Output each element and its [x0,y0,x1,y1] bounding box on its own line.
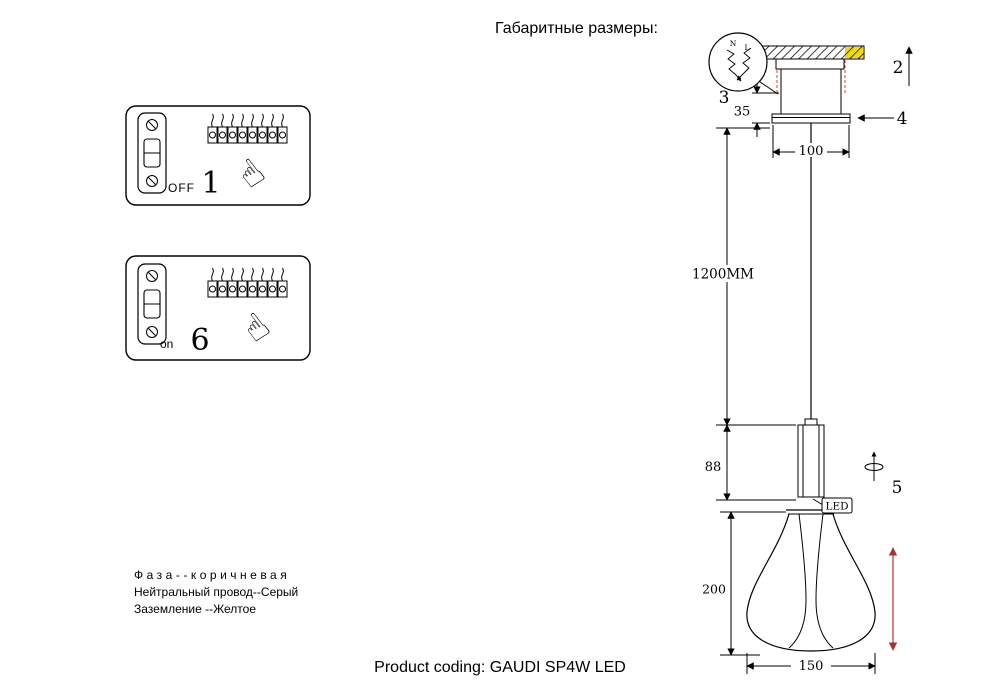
rotation-symbol: 5 [864,451,903,498]
led-holder [797,418,825,498]
dimension-canopy-diameter: 100 [772,125,850,159]
ceiling-hatch [761,45,865,60]
glass-shade [746,509,876,652]
dimension-shade-diameter: 150 [746,653,876,674]
dim-holder-height: 88 [705,460,722,475]
light-switch-icon [137,112,167,194]
canopy-flange [771,113,851,124]
canopy-body [780,68,842,116]
product-coding: Product coding: GAUDI SP4W LED [374,659,626,676]
wiring-ground-label: Заземление --Желтое [134,602,257,616]
step-number-1: 1 [201,166,220,201]
callout-4: 4 [897,109,908,129]
detail-leader [759,81,779,95]
led-label: LED [825,501,848,513]
dimension-cord-and-holder: 1200MM 88 [686,127,796,501]
wiring-phase-label: Фаза--коричневая [134,568,291,582]
step-number-6: 6 [190,323,209,358]
led-label-box [821,497,853,514]
spring-wire-right [736,47,752,81]
terminal-l-label: L [745,43,750,52]
shade-outline [746,513,876,652]
spring-clip-detail: N L 3 [708,32,779,108]
wiring-neutral-label: Нейтральный провод--Серый [134,585,299,599]
light-switch-icon [137,263,167,345]
led-callout: LED [812,497,853,514]
wiring-legend: Фаза--коричневая Нейтральный провод--Сер… [134,567,298,618]
detail-circle [708,32,768,92]
instruction-box-off: OFF 1 ☝ [125,105,311,206]
dim-shade-diameter: 150 [799,659,824,674]
ceiling-callout: 2 [893,46,913,86]
switch-off-label: OFF [168,181,195,195]
led-leader-line [812,498,824,506]
canopy [771,58,851,124]
ceiling-section [761,45,865,60]
dimension-canopy-height: 35 [730,79,779,137]
callout-5: 5 [892,478,903,498]
terminal-n-label: N [730,39,737,48]
dimension-shade-height: 200 [699,511,786,656]
callout-2: 2 [893,58,904,78]
switch-on-label: on [160,337,173,351]
dim-canopy-height: 35 [734,105,751,120]
dim-canopy-diameter: 100 [799,144,824,159]
shade-inner-right [815,513,834,649]
spring-wire-left [726,49,742,82]
callout-3: 3 [719,88,730,108]
instruction-box-on: on 6 ☝ [125,255,311,361]
page-title: Габаритные размеры: [495,20,658,37]
rotation-ellipse [864,463,884,471]
dim-cord-length: 1200MM [692,267,754,283]
mounting-plate [775,58,845,70]
holder-cylinder [797,424,825,498]
canopy-callout: 4 [857,109,908,129]
shade-inner-left [788,513,807,649]
dim-shade-height: 200 [702,582,726,597]
holder-cap [804,418,818,426]
